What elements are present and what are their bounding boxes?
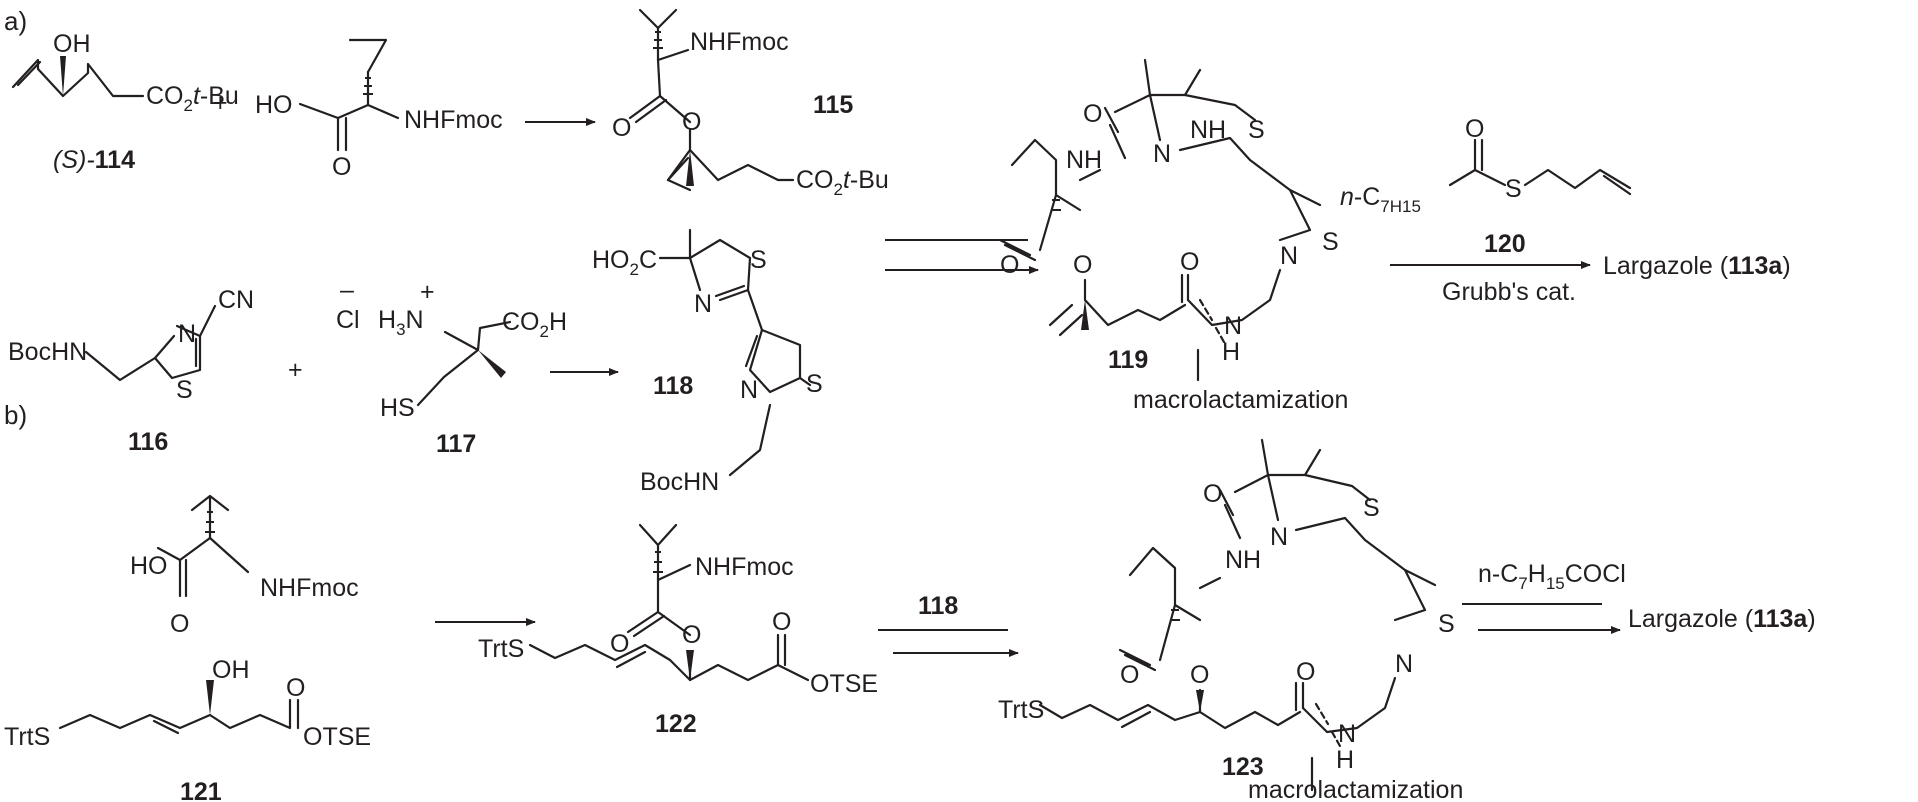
label-118-boc: BocHN xyxy=(640,468,719,496)
label-123-nh1: NH xyxy=(1225,546,1261,574)
label-118-acid: HO2C xyxy=(592,246,657,279)
label-val-a-acid: HO xyxy=(255,91,293,119)
label-119-o3: O xyxy=(1073,251,1092,279)
panel-label-b: b) xyxy=(4,400,27,430)
label-118-n1: N xyxy=(694,290,712,318)
label-val-b-amine: NHFmoc xyxy=(260,574,359,602)
label-117-acid: CO2H xyxy=(502,308,567,341)
compound-120: n-C7H15 O S 120 xyxy=(1340,115,1632,258)
label-116-s: S xyxy=(176,376,193,404)
label-119-o2: O xyxy=(1000,251,1019,279)
label-119-s1: S xyxy=(1248,116,1265,144)
product-largazole-a: Largazole (113a) xyxy=(1603,252,1791,280)
valine-fmoc-a: HO O NHFmoc xyxy=(255,38,503,181)
label-123-o3: O xyxy=(1190,661,1209,689)
label-grubbs: Grubb's cat. xyxy=(1442,278,1576,306)
label-122-o2: O xyxy=(682,621,701,649)
label-123: 123 xyxy=(1222,753,1264,781)
label-123-o1: O xyxy=(1203,480,1222,508)
label-123-note: macrolactamization xyxy=(1248,776,1463,802)
label-114-ester: CO2t-Bu xyxy=(146,82,239,115)
label-step-b-reagent: 118 xyxy=(918,592,958,620)
label-118-s2: S xyxy=(806,370,823,398)
label-123-n1: N xyxy=(1270,523,1288,551)
label-120-alkyl: n-C7H15 xyxy=(1340,183,1421,216)
label-117-plus: + xyxy=(420,278,435,306)
compound-118: HO2C S N S N 118 BocHN xyxy=(592,228,823,496)
label-122-trts: TrtS xyxy=(478,635,524,663)
label-119-n2: N xyxy=(1280,242,1298,270)
plus-sign-2: + xyxy=(288,356,303,384)
panel-label-a: a) xyxy=(4,6,27,36)
label-122-o3: O xyxy=(772,608,791,636)
label-122-otse: OTSE xyxy=(810,670,878,698)
label-115-o2: O xyxy=(682,108,701,136)
label-119: 119 xyxy=(1108,346,1148,374)
label-116-n: N xyxy=(178,320,196,348)
label-119-h: H xyxy=(1222,338,1240,366)
label-123-s2: S xyxy=(1438,610,1455,638)
label-123-o2: O xyxy=(1120,661,1139,689)
label-121-oh: OH xyxy=(212,656,250,684)
label-119-n3: N xyxy=(1224,312,1242,340)
label-val-b-o: O xyxy=(170,610,189,638)
label-123-n3: N xyxy=(1338,720,1356,748)
compound-121: TrtS OH O OTSE 121 xyxy=(4,656,371,802)
label-120: 120 xyxy=(1484,230,1526,258)
label-123-h: H xyxy=(1336,746,1354,774)
compound-122: NHFmoc O O TrtS O OTSE 122 xyxy=(478,523,878,738)
compound-116: N S CN BocHN 116 + xyxy=(8,286,303,456)
label-115: 115 xyxy=(813,91,853,119)
label-117-sh: HS xyxy=(380,394,415,422)
label-119-o1: O xyxy=(1083,100,1102,128)
label-121: 121 xyxy=(180,778,222,802)
label-116-cn: CN xyxy=(218,286,254,314)
compound-115: NHFmoc O O 115 CO2t-Bu xyxy=(612,8,889,199)
label-117-amine: H3N xyxy=(378,306,424,339)
label-119-s2: S xyxy=(1322,228,1339,256)
label-val-a-o: O xyxy=(332,153,351,181)
label-116-boc: BocHN xyxy=(8,338,87,366)
label-119-o4: O xyxy=(1180,248,1199,276)
label-115-amine: NHFmoc xyxy=(690,28,789,56)
label-116: 116 xyxy=(128,428,168,456)
label-118: 118 xyxy=(653,372,693,400)
label-122: 122 xyxy=(655,710,697,738)
label-123-s1: S xyxy=(1363,494,1380,522)
label-118-s1: S xyxy=(750,246,767,274)
label-117: 117 xyxy=(436,430,476,458)
label-115-o1: O xyxy=(612,114,631,142)
compound-114: OH CO2t-Bu + (S)-114 xyxy=(11,30,239,174)
label-123-trts: TrtS xyxy=(998,696,1044,724)
product-largazole-b: Largazole (113a) xyxy=(1628,605,1816,633)
label-121-o: O xyxy=(286,674,305,702)
label-117-cl: Cl xyxy=(336,306,360,334)
label-115-ester: CO2t-Bu xyxy=(796,166,889,199)
compound-117: – Cl H3N + CO2H HS 117 xyxy=(336,276,567,458)
label-122-o1: O xyxy=(610,630,629,658)
label-117-minus: – xyxy=(340,276,354,304)
label-121-otse: OTSE xyxy=(303,723,371,751)
label-123-o4: O xyxy=(1296,658,1315,686)
label-120-o: O xyxy=(1465,115,1484,143)
label-114-oh: OH xyxy=(53,30,91,58)
label-119-note: macrolactamization xyxy=(1133,386,1348,414)
label-121-trts: TrtS xyxy=(4,723,50,751)
label-step-b-acyl: n-C7H15COCl xyxy=(1478,560,1626,593)
label-119-n1: N xyxy=(1153,140,1171,168)
label-119-nh2: NH xyxy=(1066,146,1102,174)
label-114: (S)-114 xyxy=(53,146,135,174)
plus-sign: + xyxy=(213,89,228,117)
compound-123: O NH N S O O TrtS O N S N H 123 macrolac… xyxy=(998,438,1463,802)
label-122-amine: NHFmoc xyxy=(695,553,794,581)
label-120-s: S xyxy=(1505,175,1522,203)
label-123-n2: N xyxy=(1395,650,1413,678)
label-val-a-amine: NHFmoc xyxy=(404,106,503,134)
valine-fmoc-b: HO O NHFmoc xyxy=(130,494,359,638)
compound-119: O NH N S NH O O O N S N H 119 macrolacta… xyxy=(998,58,1348,414)
label-118-n2: N xyxy=(740,376,758,404)
label-val-b-acid: HO xyxy=(130,552,168,580)
